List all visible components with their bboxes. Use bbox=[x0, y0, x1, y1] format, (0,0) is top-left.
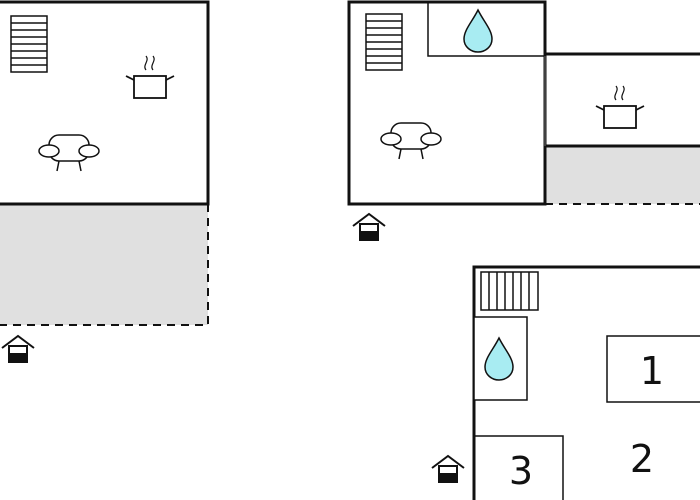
room-2-label: 2 bbox=[630, 437, 654, 481]
room-3-label: 3 bbox=[509, 449, 533, 493]
room-1 bbox=[606, 335, 700, 403]
terrace-right bbox=[545, 146, 700, 204]
terrace-left bbox=[0, 204, 208, 325]
stairs-icon bbox=[10, 15, 48, 73]
walls-bottom bbox=[472, 265, 700, 500]
stairs-icon bbox=[365, 13, 403, 71]
room-1-label: 1 bbox=[640, 349, 664, 393]
room-3 bbox=[474, 435, 564, 500]
stairs-icon bbox=[480, 271, 539, 311]
walls-right-bathroom bbox=[427, 2, 545, 57]
building-right bbox=[347, 0, 700, 241]
cooking-pot-icon bbox=[595, 85, 645, 129]
entrance-icon bbox=[1, 335, 35, 363]
entrance-icon bbox=[431, 455, 465, 483]
building-bottom: 1 2 3 bbox=[431, 265, 700, 500]
walls-right-kitchen bbox=[545, 52, 700, 148]
entrance-icon bbox=[352, 213, 386, 241]
building-left bbox=[0, 0, 210, 363]
terrace-left-dashed-border bbox=[0, 204, 209, 326]
